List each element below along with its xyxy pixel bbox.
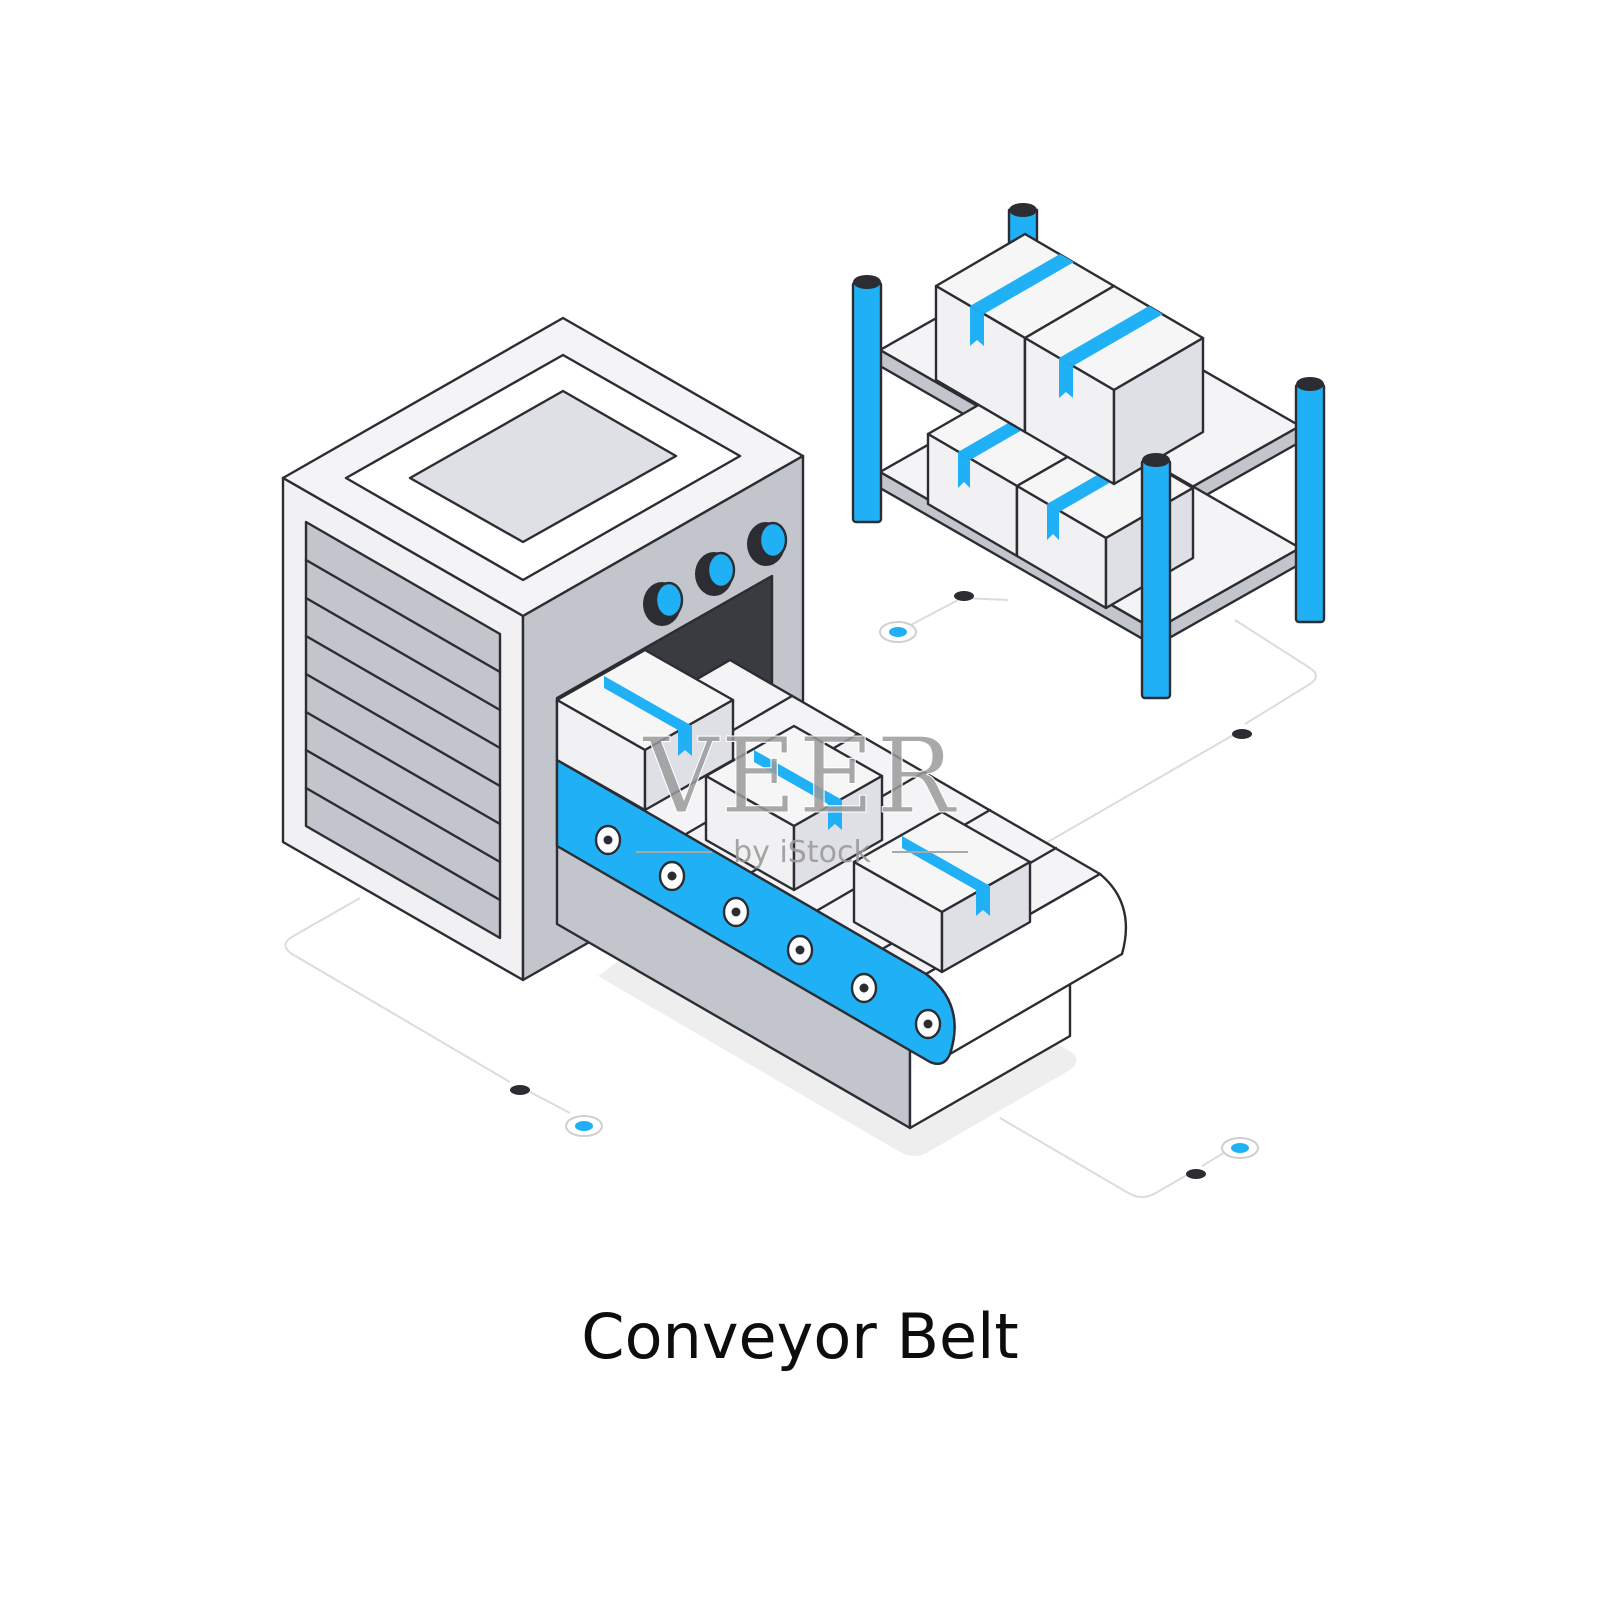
illustration-caption: Conveyor Belt bbox=[581, 1300, 1019, 1373]
roller-icon bbox=[914, 1008, 942, 1040]
connector-dot-icon bbox=[1231, 1143, 1249, 1153]
watermark-brand: VEER bbox=[641, 715, 957, 837]
connector-dot-icon bbox=[1232, 729, 1252, 739]
shelf-post bbox=[1140, 458, 1172, 700]
knob-icon bbox=[695, 551, 736, 596]
watermark: VEER by iStock bbox=[636, 715, 968, 870]
shelf-post-cap bbox=[1296, 377, 1324, 391]
connector-dots bbox=[510, 591, 1259, 1179]
shelf-post-cap bbox=[1142, 453, 1170, 467]
conveyor-belt-icon bbox=[555, 648, 1128, 1130]
knob-icon bbox=[643, 581, 684, 626]
connector-dot-icon bbox=[954, 591, 974, 601]
connector-dot-icon bbox=[889, 627, 907, 637]
roller-icon bbox=[722, 896, 750, 928]
shelf-rack-icon bbox=[851, 203, 1326, 700]
connector-dot-icon bbox=[575, 1121, 593, 1131]
watermark-sub: by iStock bbox=[733, 835, 871, 870]
roller-icon bbox=[594, 824, 622, 856]
box-icon bbox=[1023, 284, 1205, 486]
box-icon bbox=[704, 724, 884, 892]
roller-icon bbox=[850, 972, 878, 1004]
connector-lines bbox=[284, 597, 1317, 1198]
roller-icon bbox=[786, 934, 814, 966]
shelf-post bbox=[1294, 382, 1326, 624]
shelf-post bbox=[851, 280, 883, 524]
connector-dot-icon bbox=[1186, 1169, 1206, 1179]
box-icon bbox=[555, 648, 735, 812]
shelf-post-cap bbox=[853, 275, 881, 289]
shelf-post-cap bbox=[1009, 203, 1037, 217]
machine-vent-slats bbox=[304, 558, 502, 902]
conveyor-rollers bbox=[594, 824, 942, 1040]
roller-icon bbox=[658, 860, 686, 892]
knob-icon bbox=[747, 521, 788, 566]
connector-dot-icon bbox=[510, 1085, 530, 1095]
